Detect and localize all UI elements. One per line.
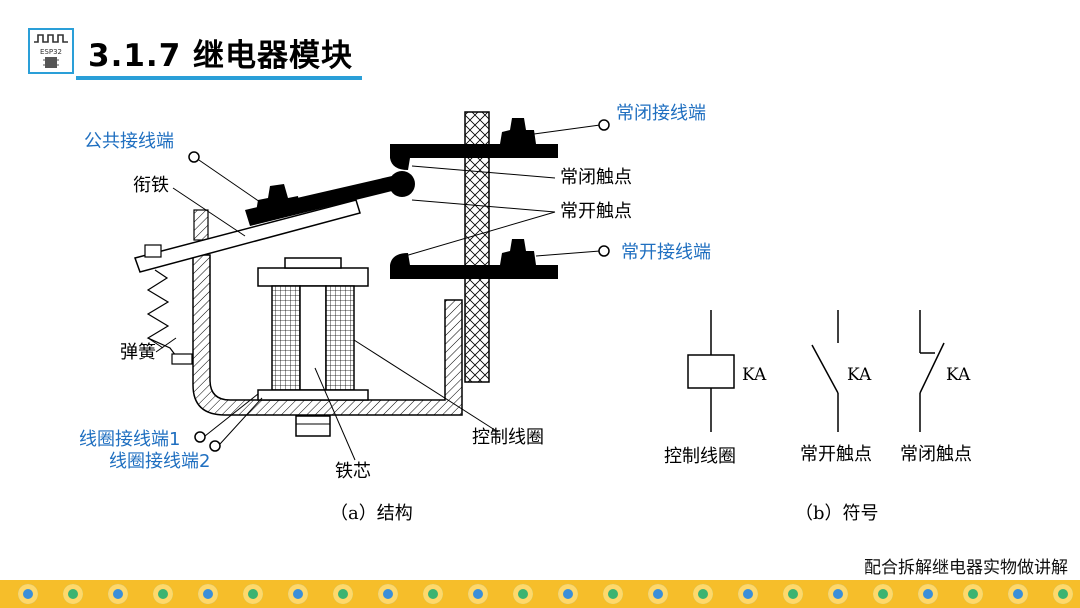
chip-icon <box>513 584 533 604</box>
title-underline <box>76 76 362 80</box>
chip-icon <box>963 584 983 604</box>
chip-icon <box>288 584 308 604</box>
title-bar: ESP32 3.1.7 继电器模块 <box>28 26 363 80</box>
footnote: 配合拆解继电器实物做讲解 <box>864 558 1068 578</box>
chip-icon <box>828 584 848 604</box>
label-nc-terminal: 常闭接线端 <box>616 103 706 124</box>
nc-switch-blade <box>919 342 945 394</box>
label-control-coil: 控制线圈 <box>472 427 544 448</box>
chip-icon <box>468 584 488 604</box>
movable-contact <box>389 171 415 197</box>
label-spring: 弹簧 <box>120 342 156 363</box>
common-terminal-block <box>255 184 300 218</box>
chip-icon <box>693 584 713 604</box>
caption-symbols: （b）符号 <box>795 503 879 524</box>
coil-left-winding <box>271 285 301 391</box>
chip-icon <box>1008 584 1028 604</box>
chip-icon <box>783 584 803 604</box>
chip-icon <box>423 584 443 604</box>
no-terminal-block <box>500 239 536 265</box>
nc-contact-bump <box>390 158 410 170</box>
coil-bottom-plate <box>257 389 369 401</box>
coil-right-winding <box>325 285 355 391</box>
logo-label: ESP32 <box>40 48 62 56</box>
chip-icon <box>1053 584 1073 604</box>
spring <box>146 269 177 357</box>
label-nc-contact: 常闭触点 <box>560 167 632 188</box>
label-symbol-nc: 常闭触点 <box>900 444 972 465</box>
iron-core <box>299 285 327 391</box>
esp32-chip-icon: ESP32 <box>28 28 74 74</box>
label-coil-terminal-1: 线圈接线端1 <box>79 429 180 450</box>
nc-fixed-arm <box>390 144 558 158</box>
chip-icon <box>333 584 353 604</box>
chip-icon <box>378 584 398 604</box>
no-fixed-arm <box>390 265 558 279</box>
nc-terminal-block <box>500 118 536 144</box>
caption-structure: （a）结构 <box>330 503 413 524</box>
label-symbol-no: 常开触点 <box>800 444 872 465</box>
chip-icon <box>648 584 668 604</box>
chip-icon <box>558 584 578 604</box>
bottom-decoration-strip <box>0 580 1080 608</box>
chip-icon <box>63 584 83 604</box>
chip-icon <box>198 584 218 604</box>
symbol-ka-coil: KA <box>742 365 767 385</box>
label-symbol-coil: 控制线圈 <box>664 446 736 467</box>
coil-symbol <box>687 354 735 389</box>
label-common-terminal: 公共接线端 <box>84 131 174 152</box>
label-no-contact: 常开触点 <box>560 201 632 222</box>
chip-icon <box>243 584 263 604</box>
base-mount <box>295 415 331 437</box>
no-switch-blade <box>811 344 839 394</box>
page-title: 3.1.7 继电器模块 <box>88 38 354 74</box>
label-no-terminal: 常开接线端 <box>621 242 711 263</box>
coil-cap <box>284 257 342 269</box>
chip-icon <box>873 584 893 604</box>
relay-diagram: 公共接线端 衔铁 常闭接线端 常闭触点 常开触点 常开接线端 弹簧 线圈接线端1… <box>79 103 972 524</box>
spring-base <box>171 353 193 365</box>
chip-icon <box>153 584 173 604</box>
label-core: 铁芯 <box>335 461 371 482</box>
no-contact-bump <box>390 253 410 265</box>
spring-anchor <box>144 244 162 258</box>
label-coil-terminal-2: 线圈接线端2 <box>109 451 210 472</box>
chip-icon <box>738 584 758 604</box>
chip-icon <box>18 584 38 604</box>
coil-top-plate <box>257 267 369 287</box>
armature <box>134 199 361 273</box>
label-armature: 衔铁 <box>133 175 169 196</box>
chip-icon <box>603 584 623 604</box>
chip-icon <box>918 584 938 604</box>
symbol-ka-no: KA <box>847 365 872 385</box>
chip-icon <box>108 584 128 604</box>
armature-pivot-post <box>193 209 209 241</box>
yoke-frame <box>192 254 463 416</box>
symbol-ka-nc: KA <box>946 365 971 385</box>
